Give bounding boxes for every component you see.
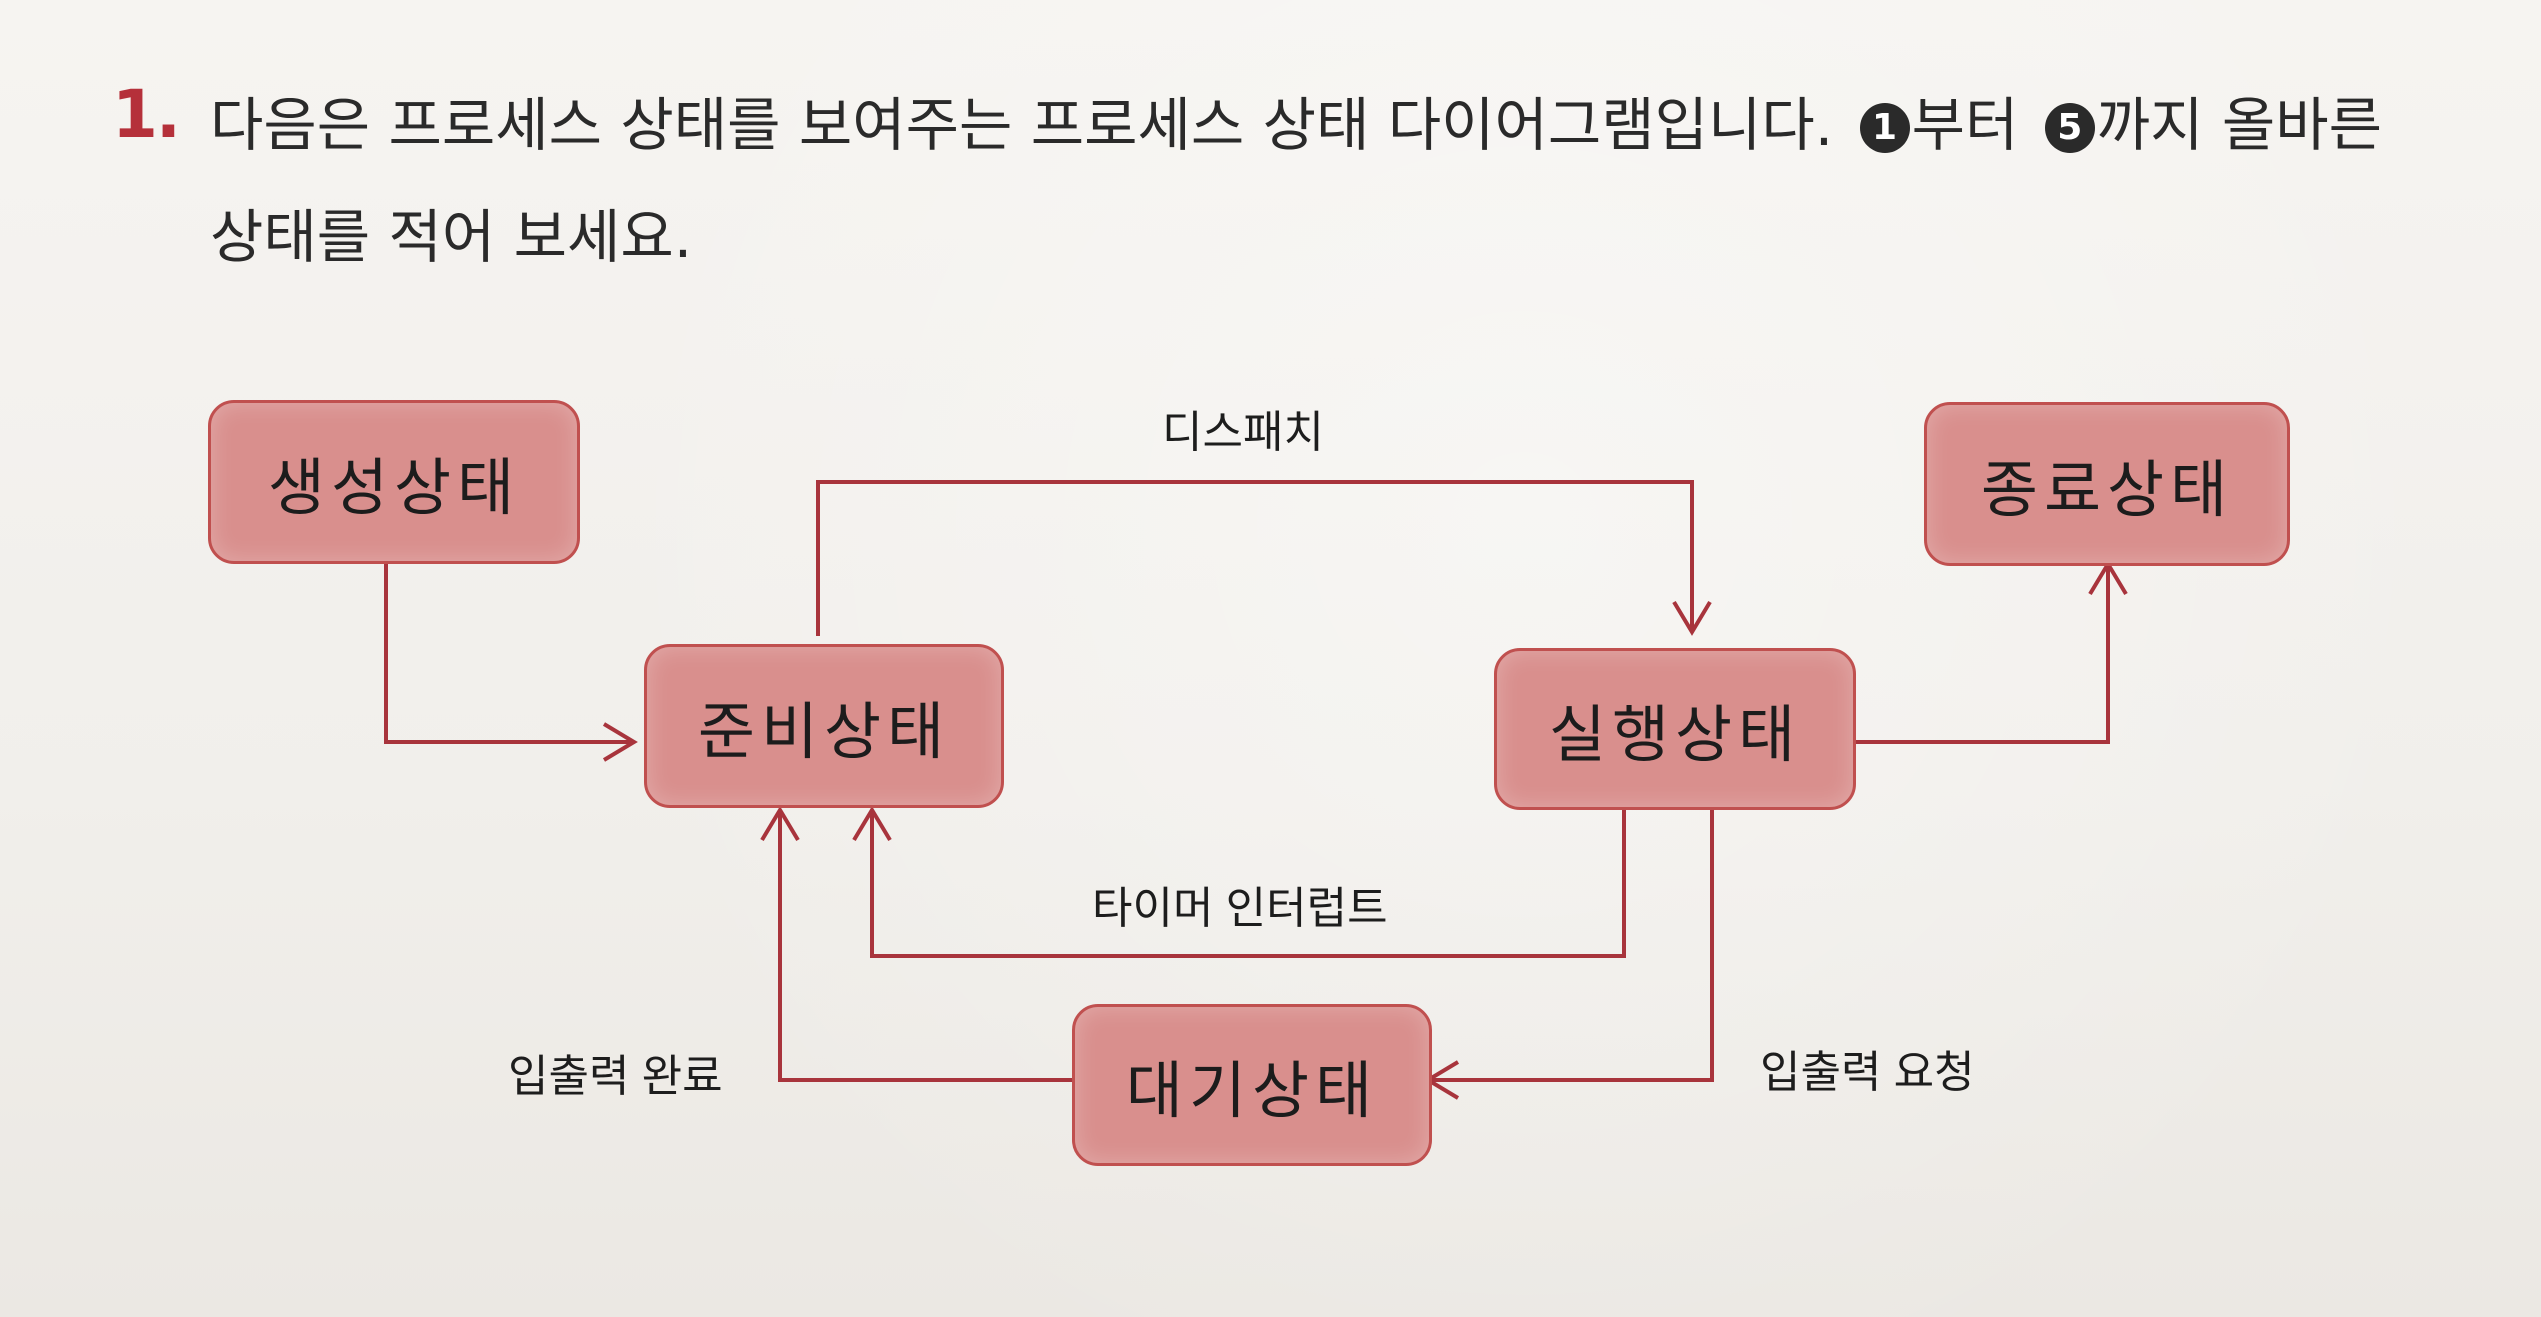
label-dispatch: 디스패치 (1162, 408, 1324, 457)
blank-marker-5: 5 (2044, 103, 2095, 153)
label-timer-interrupt: 타이머 인터럽트 (1092, 884, 1388, 933)
state-waiting: 대기상태 (1072, 1004, 1432, 1166)
question-text-line-2: 상태를 적어 보세요. (210, 203, 693, 271)
state-running-label: 실행상태 (1548, 698, 1802, 771)
state-terminated-label: 종료상태 (1980, 453, 2234, 526)
arrowhead-created-to-ready (602, 722, 638, 762)
arrow-created-to-ready (384, 562, 632, 744)
arrow-io-complete (778, 812, 1072, 1082)
question-text-part-c: 까지 올바른 (2096, 91, 2382, 159)
state-waiting-label: 대기상태 (1125, 1054, 1379, 1127)
state-ready-label: 준비상태 (697, 695, 951, 768)
label-io-complete: 입출력 완료 (508, 1052, 723, 1101)
arrow-io-request (1430, 808, 1714, 1082)
arrow-dispatch (816, 480, 1694, 636)
question-number: 1. (112, 76, 181, 153)
arrow-timer-interrupt (870, 808, 1626, 958)
state-created: 생성상태 (208, 400, 580, 564)
state-terminated: 종료상태 (1924, 402, 2290, 566)
arrowhead-dispatch (1672, 600, 1712, 636)
arrow-running-to-terminated (1856, 566, 2110, 744)
question-text-part-a: 다음은 프로세스 상태를 보여주는 프로세스 상태 다이어그램입니다. (210, 91, 1852, 159)
state-running: 실행상태 (1494, 648, 1856, 810)
arrowhead-io-complete (760, 806, 800, 842)
state-ready: 준비상태 (644, 644, 1004, 808)
question-text-part-b: 부터 (1911, 91, 2037, 159)
arrowhead-timer-interrupt (852, 806, 892, 842)
blank-marker-1: 1 (1859, 103, 1910, 153)
state-created-label: 생성상태 (267, 451, 521, 524)
label-io-request: 입출력 요청 (1760, 1048, 1975, 1097)
